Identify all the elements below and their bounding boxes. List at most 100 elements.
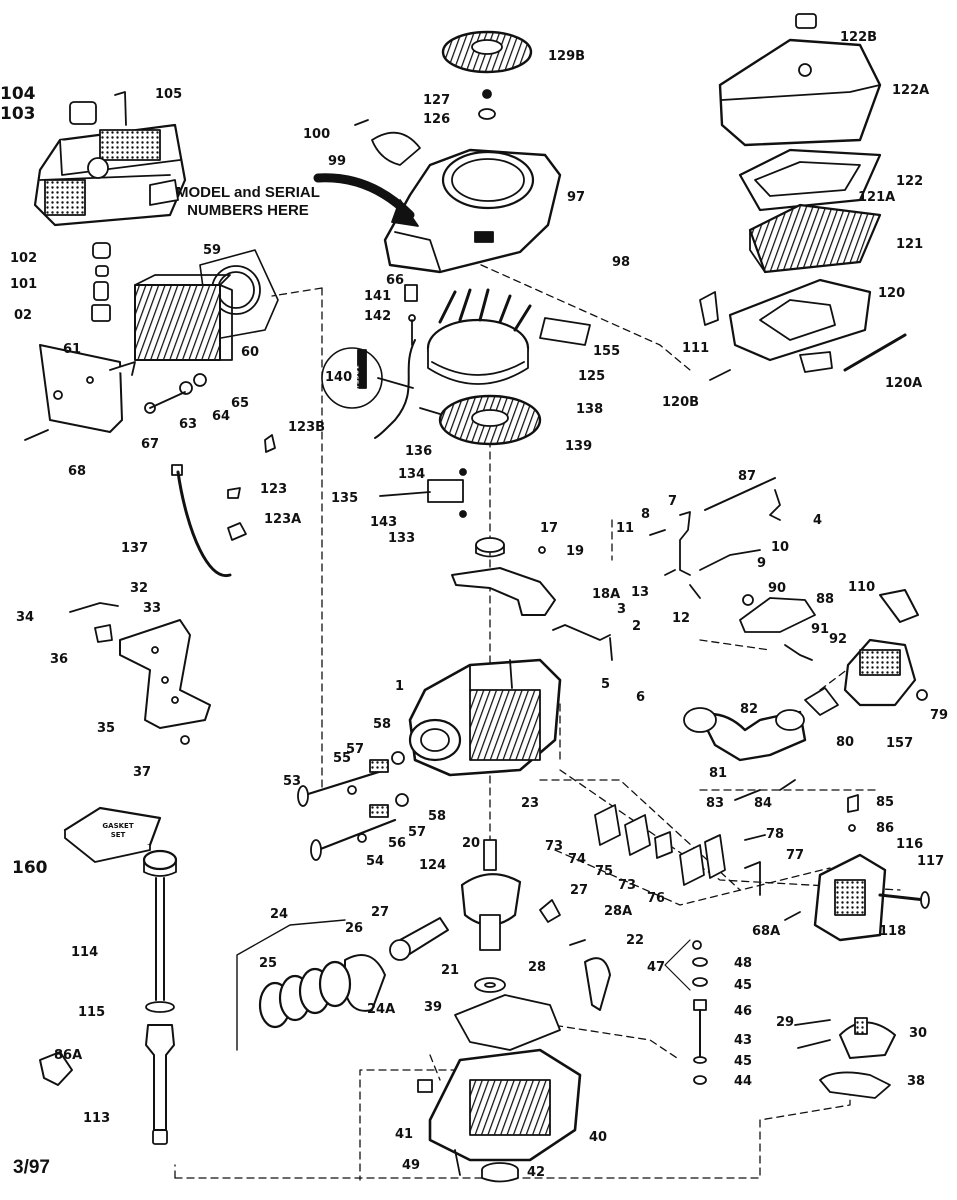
part-label-120A: 120A	[885, 376, 923, 391]
part-label-118: 118	[879, 924, 907, 939]
part-label-97: 97	[567, 190, 586, 205]
air-deflector	[39, 344, 136, 433]
part-label-3: 3	[617, 602, 627, 617]
dipstick-tube	[142, 849, 178, 1145]
part-label-85: 85	[876, 795, 895, 810]
part-label-11: 11	[616, 521, 635, 536]
part-label-61: 61	[63, 342, 82, 357]
part-label-86A: 86A	[54, 1048, 83, 1063]
part-label-82: 82	[740, 702, 759, 717]
part-label-8: 8	[641, 507, 651, 522]
part-label-123: 123	[260, 482, 288, 497]
part-label-12: 12	[672, 611, 691, 626]
muffler	[784, 853, 930, 942]
crankshaft	[460, 839, 522, 993]
part-label-27a: 27	[371, 905, 390, 920]
air-cleaner-cover	[718, 13, 882, 147]
part-label-115: 115	[78, 1005, 106, 1020]
control-bracket	[69, 602, 211, 745]
date-code: 3/97	[13, 1157, 50, 1178]
carburetor-assembly	[33, 91, 187, 227]
part-label-55: 55	[333, 751, 352, 766]
part-label-138: 138	[576, 402, 604, 417]
gasket-set-line-2: SET	[110, 831, 126, 839]
part-label-25: 25	[259, 956, 278, 971]
part-label-58b: 58	[428, 809, 447, 824]
part-label-2: 2	[632, 619, 642, 634]
part-label-38: 38	[907, 1074, 926, 1089]
part-label-53: 53	[283, 774, 302, 789]
part-label-39: 39	[424, 1000, 443, 1015]
crankcase	[408, 658, 562, 777]
part-label-60: 60	[241, 345, 260, 360]
part-label-83: 83	[706, 796, 725, 811]
part-label-104: 104	[0, 84, 36, 104]
part-label-13: 13	[631, 585, 650, 600]
part-label-20: 20	[462, 836, 481, 851]
part-label-23: 23	[521, 796, 540, 811]
part-label-32: 32	[130, 581, 149, 596]
callout-line-1: MODEL and SERIAL	[176, 184, 320, 201]
part-label-123A: 123A	[264, 512, 302, 527]
part-label-126: 126	[423, 112, 451, 127]
part-label-59: 59	[203, 243, 222, 258]
part-label-100: 100	[303, 127, 331, 142]
part-label-125: 125	[578, 369, 606, 384]
ignition-stator	[419, 394, 542, 446]
model-serial-callout: MODEL and SERIAL NUMBERS HERE	[176, 184, 320, 220]
part-label-111: 111	[682, 341, 710, 356]
part-label-134: 134	[398, 467, 426, 482]
part-label-120B: 120B	[662, 395, 700, 410]
part-label-45a: 45	[734, 978, 753, 993]
part-label-143: 143	[370, 515, 398, 530]
part-label-4: 4	[813, 513, 823, 528]
part-label-120: 120	[878, 286, 906, 301]
part-label-75: 75	[595, 864, 614, 879]
part-label-21: 21	[441, 963, 460, 978]
part-label-124: 124	[419, 858, 447, 873]
part-label-19: 19	[566, 544, 585, 559]
part-label-103: 103	[0, 104, 36, 124]
part-label-68: 68	[68, 464, 87, 479]
part-label-84: 84	[754, 796, 773, 811]
part-label-28A: 28A	[604, 904, 633, 919]
part-label-77: 77	[786, 848, 805, 863]
exhaust-gaskets	[594, 804, 726, 886]
part-label-64: 64	[212, 409, 231, 424]
part-label-67: 67	[141, 437, 160, 452]
air-cleaner-base	[699, 278, 907, 381]
part-label-160: 160	[12, 858, 48, 878]
part-label-66: 66	[386, 273, 405, 288]
part-label-155: 155	[593, 344, 621, 359]
part-label-102: 102	[10, 251, 38, 266]
cylinder-head	[134, 249, 279, 361]
part-label-139: 139	[565, 439, 593, 454]
part-label-129B: 129B	[548, 49, 586, 64]
part-label-91: 91	[811, 622, 830, 637]
gasket-set-line-1: GASKET	[102, 822, 134, 830]
part-label-88: 88	[816, 592, 835, 607]
governor-stack	[692, 940, 708, 1085]
callout-line-2: NUMBERS HERE	[187, 202, 309, 219]
gasket-set-box	[63, 806, 162, 863]
part-label-6: 6	[636, 690, 646, 705]
part-label-121: 121	[896, 237, 924, 252]
part-label-79: 79	[930, 708, 949, 723]
rotating-screen	[441, 30, 533, 74]
part-label-127: 127	[423, 93, 451, 108]
part-label-46: 46	[734, 1004, 753, 1019]
part-label-105: 105	[155, 87, 183, 102]
part-label-24A: 24A	[367, 1002, 396, 1017]
part-label-5: 5	[601, 677, 611, 692]
gasket-set-label: GASKET SET	[88, 822, 148, 840]
part-label-43: 43	[734, 1033, 753, 1048]
wire-callout	[321, 284, 418, 439]
connecting-rod-piston	[258, 917, 449, 1029]
part-label-7: 7	[668, 494, 678, 509]
bowl-parts	[91, 242, 111, 322]
part-label-135: 135	[331, 491, 359, 506]
part-label-56: 56	[388, 836, 407, 851]
part-label-17: 17	[540, 521, 559, 536]
part-label-58a: 58	[373, 717, 392, 732]
part-label-18A: 18A	[592, 587, 621, 602]
